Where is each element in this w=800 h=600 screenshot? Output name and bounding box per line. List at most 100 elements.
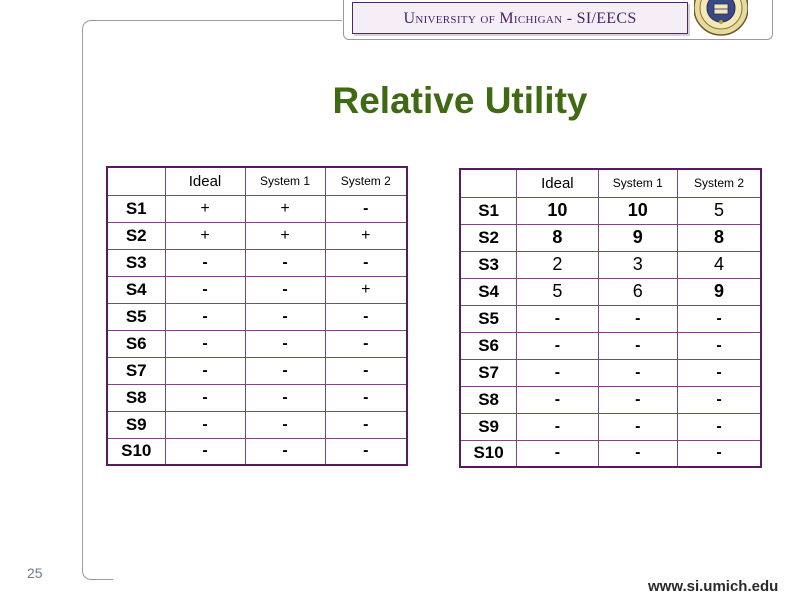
table-cell: + [164, 221, 246, 250]
table-cell: - [164, 302, 246, 331]
table-cell: - [244, 275, 326, 304]
table-cell: + [324, 275, 408, 304]
header-title: University of Michigan - SI/EECS [352, 2, 688, 34]
table-cell: - [244, 410, 326, 439]
table-cell: 10 [516, 196, 599, 225]
table-cell: 8 [677, 223, 762, 252]
table-cell: - [324, 194, 408, 223]
table-cell: - [244, 329, 326, 358]
table-row: S8--- [106, 383, 408, 412]
table-cell: - [324, 410, 408, 439]
table-cell: - [597, 412, 679, 441]
table-cell: - [244, 383, 326, 412]
row-label: S10 [459, 439, 518, 468]
table-cell: - [164, 383, 246, 412]
table-cell: + [164, 194, 246, 223]
table-cell: - [244, 248, 326, 277]
table-cell: - [677, 304, 762, 333]
column-header: Ideal [164, 166, 246, 196]
table-cell: - [597, 385, 679, 414]
table-cell: - [244, 356, 326, 385]
table-row: S3--- [106, 248, 408, 277]
table-cell: 5 [677, 196, 762, 225]
row-label: S2 [459, 223, 518, 252]
table-cell: + [324, 221, 408, 250]
table-row: S1++- [106, 194, 408, 223]
table-cell: - [597, 358, 679, 387]
header-corner-cell [459, 168, 518, 198]
table-cell: - [677, 385, 762, 414]
table-row: S10--- [106, 437, 408, 466]
table-cell: - [597, 331, 679, 360]
table-cell: 10 [597, 196, 679, 225]
table-cell: - [597, 439, 679, 468]
table-row: S7--- [459, 358, 762, 387]
row-label: S5 [106, 302, 166, 331]
row-label: S1 [459, 196, 518, 225]
table-cell: - [677, 331, 762, 360]
table-cell: 5 [516, 277, 599, 306]
table-row: S7--- [106, 356, 408, 385]
row-label: S10 [106, 437, 166, 466]
row-label: S9 [459, 412, 518, 441]
table-cell: - [324, 329, 408, 358]
table-cell: - [244, 437, 326, 466]
table-cell: - [324, 356, 408, 385]
row-label: S2 [106, 221, 166, 250]
row-label: S3 [459, 250, 518, 279]
table-cell: - [677, 412, 762, 441]
row-label: S6 [106, 329, 166, 358]
table-row: S9--- [106, 410, 408, 439]
row-label: S7 [459, 358, 518, 387]
table-cell: - [516, 304, 599, 333]
table-row: S5--- [459, 304, 762, 333]
table-row: S2+++ [106, 221, 408, 250]
footer-url: www.si.umich.edu [648, 578, 779, 595]
row-label: S9 [106, 410, 166, 439]
table-cell: - [164, 410, 246, 439]
table-row: S5--- [106, 302, 408, 331]
column-header: Ideal [516, 168, 599, 198]
table-cell: - [516, 412, 599, 441]
column-header: System 1 [597, 168, 679, 198]
table-cell: - [324, 437, 408, 466]
table-row: S10--- [459, 439, 762, 468]
table-cell: 6 [597, 277, 679, 306]
row-label: S5 [459, 304, 518, 333]
table-cell: - [164, 356, 246, 385]
table-cell: - [516, 358, 599, 387]
column-header: System 2 [324, 166, 408, 196]
table-row: S6--- [106, 329, 408, 358]
table-cell: - [164, 329, 246, 358]
row-label: S4 [459, 277, 518, 306]
table-cell: - [244, 302, 326, 331]
row-label: S1 [106, 194, 166, 223]
table-cell: 3 [597, 250, 679, 279]
table-row: S6--- [459, 331, 762, 360]
row-label: S4 [106, 275, 166, 304]
table-cell: - [324, 302, 408, 331]
table-row: S4--+ [106, 275, 408, 304]
header-corner-cell [106, 166, 166, 196]
table-cell: - [516, 439, 599, 468]
row-label: S8 [459, 385, 518, 414]
page-number: 25 [27, 565, 43, 581]
table-cell: - [164, 275, 246, 304]
table-cell: + [244, 194, 326, 223]
slide-title: Relative Utility [332, 80, 588, 121]
table-cell: + [244, 221, 326, 250]
table-cell: - [597, 304, 679, 333]
row-label: S6 [459, 331, 518, 360]
slide-frame-top [92, 20, 342, 21]
row-label: S7 [106, 356, 166, 385]
table-cell: - [677, 439, 762, 468]
table-cell: 4 [677, 250, 762, 279]
table-cell: - [164, 248, 246, 277]
